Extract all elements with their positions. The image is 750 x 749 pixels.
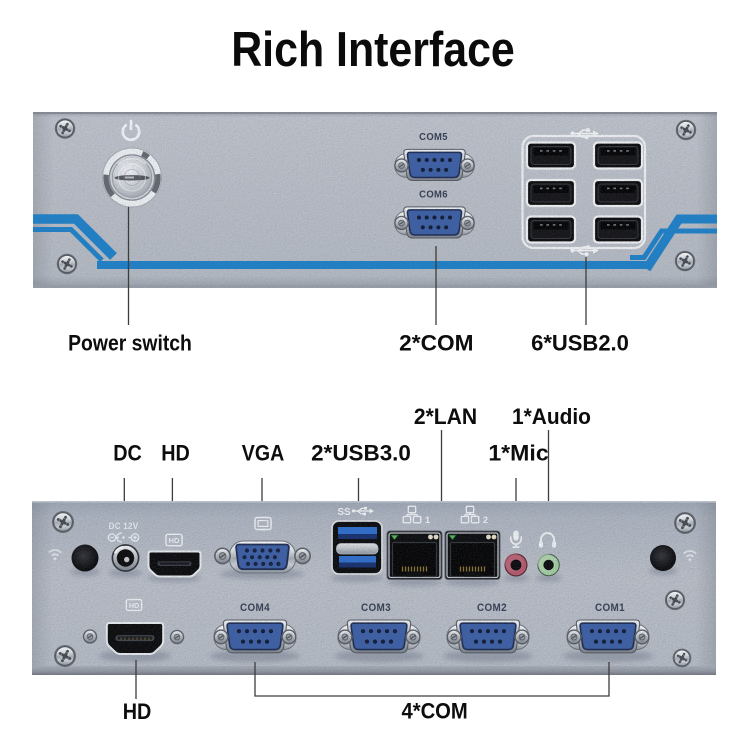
svg-text:1*Mic: 1*Mic [488,441,548,465]
svg-text:2*USB3.0: 2*USB3.0 [311,441,411,466]
svg-text:1*Audio: 1*Audio [512,405,591,430]
svg-text:2*LAN: 2*LAN [414,404,477,430]
svg-text:Rich Interface: Rich Interface [231,21,515,77]
svg-text:6*USB2.0: 6*USB2.0 [531,331,629,356]
svg-text:Power switch: Power switch [68,331,192,355]
svg-text:2*COM: 2*COM [399,331,473,356]
svg-text:HD: HD [161,442,190,466]
svg-text:DC: DC [113,442,142,466]
svg-text:HD: HD [123,700,152,724]
svg-text:4*COM: 4*COM [401,700,467,724]
svg-text:VGA: VGA [242,441,284,465]
